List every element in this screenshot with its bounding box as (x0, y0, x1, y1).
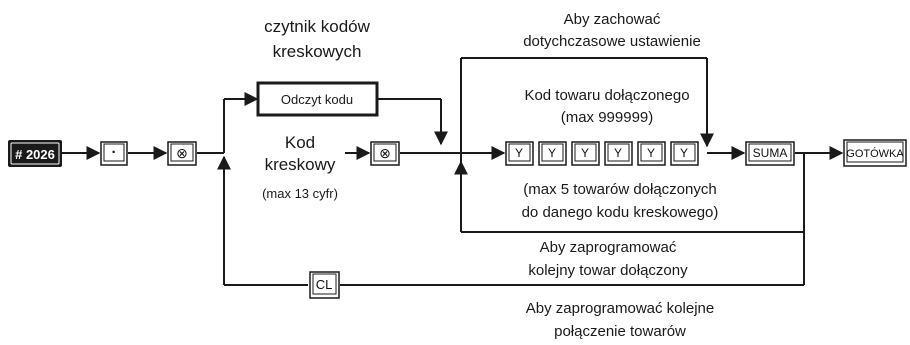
odczyt-kodu-label: Odczyt kodu (281, 92, 353, 107)
y-key[interactable]: Y (637, 141, 666, 166)
next-item-line2: kolejny towar dołączony (528, 262, 688, 279)
linked-code-line1: Kod towaru dołączonego (524, 87, 689, 104)
keep-settings-line2: dotychczasowe ustawienie (523, 33, 701, 50)
dot-key[interactable]: · (100, 141, 128, 166)
barcode-max-label: (max 13 cyfr) (262, 186, 338, 201)
reader-label-line2: kreskowych (273, 42, 362, 61)
next-item-line1: Aby zaprogramować (540, 239, 677, 256)
gotowka-key[interactable]: GOTÓWKA (843, 139, 907, 167)
barcode-label-line1: Kod (285, 133, 315, 152)
y-key[interactable]: Y (538, 141, 567, 166)
linked-code-line2: (max 999999) (561, 109, 654, 126)
cl-key[interactable]: CL (309, 271, 340, 299)
reader-label-line1: czytnik kodów (264, 17, 371, 36)
x-key-1[interactable]: ⊗ (167, 141, 197, 166)
start-key[interactable]: # 2026 (8, 140, 62, 167)
y-key[interactable]: Y (571, 141, 600, 166)
start-key-label: # 2026 (15, 147, 55, 162)
gotowka-key-label: GOTÓWKA (846, 147, 904, 160)
x-key-2-label: ⊗ (379, 145, 391, 161)
connectors (62, 57, 844, 286)
keep-settings-line1: Aby zachować (564, 11, 661, 28)
y-key-label: Y (614, 146, 622, 160)
y-key[interactable]: Y (670, 141, 699, 166)
next-link-line1: Aby zaprogramować kolejne (526, 300, 714, 317)
odczyt-kodu-box: Odczyt kodu (256, 81, 379, 117)
y-key-label: Y (515, 146, 523, 160)
max5-line2: do danego kodu kreskowego) (522, 204, 719, 221)
y-key-label: Y (680, 146, 688, 160)
dot-key-label: · (112, 144, 117, 161)
labels: czytnik kodów kreskowych Kod kreskowy (m… (262, 11, 718, 340)
suma-key-label: SUMA (753, 146, 788, 160)
max5-line1: (max 5 towarów dołączonych (523, 181, 716, 198)
x-key-2[interactable]: ⊗ (370, 141, 400, 166)
cl-key-label: CL (316, 277, 333, 292)
next-link-line2: połączenie towarów (554, 323, 686, 340)
suma-key[interactable]: SUMA (745, 141, 795, 166)
y-keys-group: Y Y Y Y Y Y (505, 141, 699, 166)
y-key[interactable]: Y (604, 141, 633, 166)
y-key[interactable]: Y (505, 141, 534, 166)
y-key-label: Y (647, 146, 655, 160)
barcode-label-line2: kreskowy (265, 155, 336, 174)
y-key-label: Y (548, 146, 556, 160)
y-key-label: Y (581, 146, 589, 160)
x-key-1-label: ⊗ (176, 145, 188, 161)
